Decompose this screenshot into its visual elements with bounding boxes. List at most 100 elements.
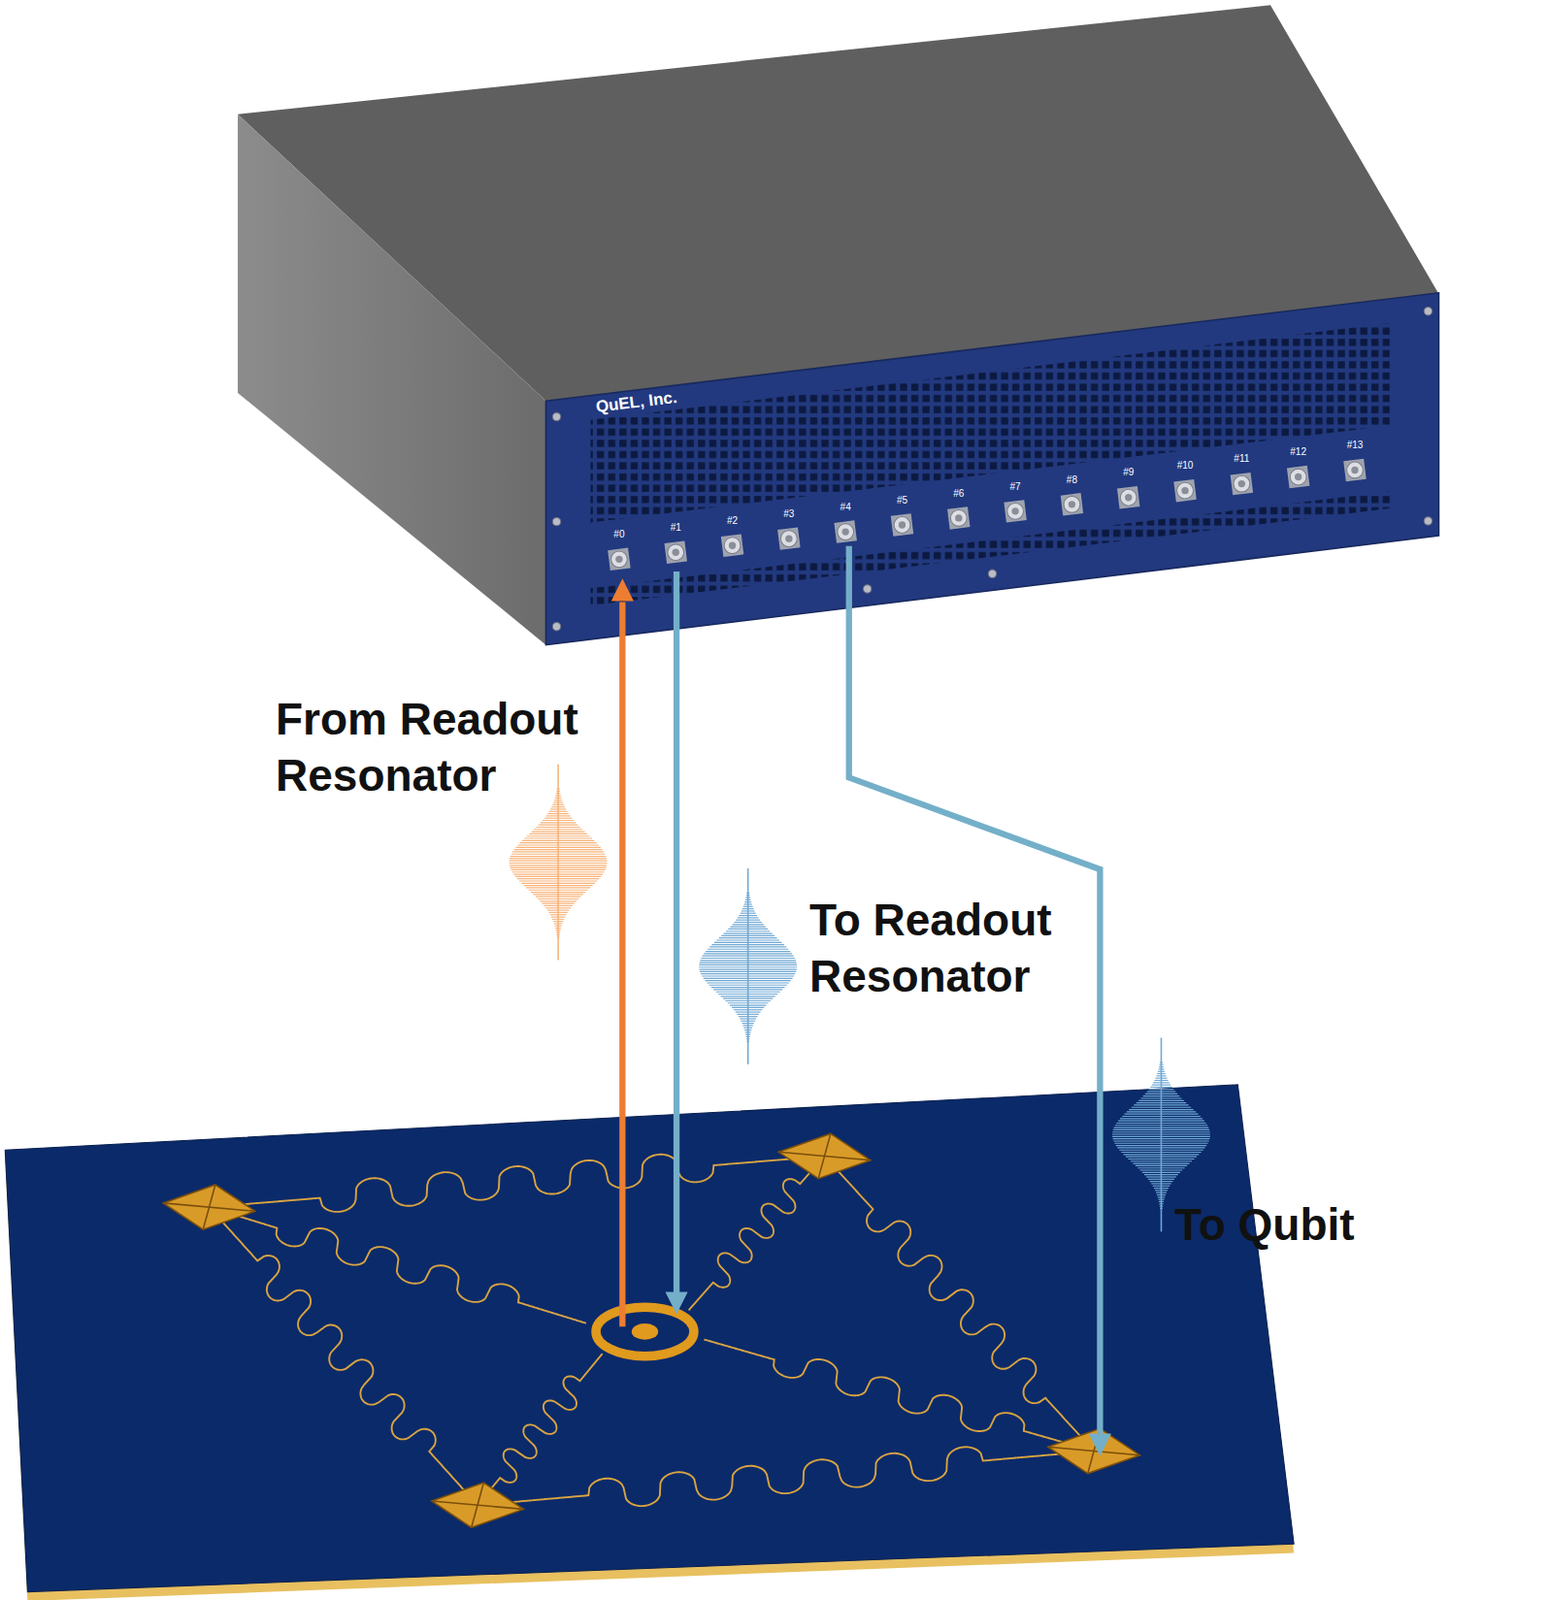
signal-label: To Readout Resonator	[809, 891, 1179, 1005]
sma-port	[1343, 459, 1366, 482]
signal-label: From Readout Resonator	[275, 691, 645, 804]
port-flange	[1173, 479, 1196, 502]
port-flange	[721, 533, 744, 557]
coupler-meander	[209, 1154, 825, 1213]
arrow-head	[611, 578, 634, 601]
sma-port	[1003, 499, 1026, 523]
qubit-body	[778, 1133, 871, 1179]
port-number: #4	[840, 502, 852, 513]
port-number: #7	[1010, 482, 1022, 493]
pulse-spike	[1160, 1038, 1163, 1233]
screw	[552, 623, 561, 631]
port-pin	[955, 514, 962, 522]
pulse-spike	[747, 868, 750, 1065]
signal-label: To Qubit	[1174, 1196, 1544, 1253]
vent-holes	[590, 323, 1389, 523]
port-body	[780, 530, 797, 548]
port-body	[1289, 468, 1307, 486]
port-body	[950, 510, 967, 528]
port-pin	[728, 542, 736, 550]
port-body	[1007, 502, 1024, 520]
port-body	[1347, 461, 1364, 479]
port-pin	[785, 534, 792, 542]
qubit-body	[163, 1185, 256, 1230]
port-pin	[1351, 466, 1358, 474]
pulse-envelope	[509, 764, 608, 961]
port-number: #2	[726, 516, 738, 527]
port-body	[1177, 482, 1194, 499]
port-body	[667, 544, 685, 561]
resonator-meander	[477, 1353, 603, 1506]
sma-port	[890, 513, 914, 536]
port-flange	[1060, 493, 1084, 516]
port-pin	[1238, 480, 1246, 488]
port-pin	[1181, 487, 1188, 495]
port-body	[837, 524, 855, 541]
port-pin	[1011, 507, 1019, 515]
port-flange	[890, 513, 914, 536]
screw	[552, 412, 561, 421]
port-body	[724, 537, 741, 555]
port-body	[1233, 475, 1251, 493]
screw	[552, 517, 561, 526]
sma-port	[777, 527, 800, 550]
screw	[988, 569, 996, 578]
port-number: #12	[1289, 447, 1307, 458]
port-flange	[1286, 465, 1310, 489]
readout-ring	[595, 1307, 694, 1356]
sma-port	[1117, 486, 1140, 509]
screw	[1423, 517, 1432, 526]
front-panel	[545, 293, 1439, 646]
port-pin	[1294, 473, 1302, 481]
port-pin	[672, 549, 680, 557]
sma-port	[607, 548, 630, 571]
resonator-meander	[703, 1340, 1094, 1452]
port-flange	[607, 548, 630, 571]
resonator-meander	[689, 1156, 825, 1312]
coupler-meander	[477, 1447, 1094, 1507]
port-flange	[1117, 486, 1140, 509]
sma-port	[947, 506, 970, 529]
port-number: #6	[953, 489, 964, 499]
port-number: #5	[896, 495, 908, 506]
port-flange	[833, 520, 857, 543]
qubit-body	[1048, 1428, 1141, 1474]
port-flange	[947, 506, 970, 529]
vent-holes	[590, 492, 1389, 606]
pulse-envelope	[698, 868, 797, 1065]
port-number: #10	[1177, 461, 1194, 471]
screw	[1423, 307, 1432, 316]
port-flange	[1343, 459, 1366, 482]
arrow-head	[1088, 1434, 1112, 1457]
resonator-meander	[209, 1207, 587, 1324]
instrument-box	[237, 4, 1439, 645]
box-side	[237, 114, 547, 646]
qubit-pad	[431, 1483, 525, 1528]
port-body	[893, 517, 911, 534]
port-flange	[777, 527, 800, 550]
port-body	[1120, 489, 1137, 506]
sma-port	[721, 533, 744, 557]
readout-return-line	[619, 601, 626, 1327]
port-number: #8	[1066, 475, 1078, 486]
qubit-body	[431, 1483, 525, 1528]
sma-port	[1173, 479, 1196, 502]
readout-drive-line	[673, 571, 680, 1295]
port-pin	[615, 556, 623, 563]
port-pin	[841, 527, 849, 535]
sma-port	[1286, 465, 1310, 489]
port-number: #11	[1233, 454, 1250, 464]
arrow-head	[665, 1291, 689, 1315]
brand-label: QuEL, Inc.	[594, 389, 678, 416]
sma-port	[1230, 472, 1253, 495]
port-body	[611, 551, 628, 568]
qubit-cross	[818, 1133, 831, 1179]
port-pin	[1124, 494, 1132, 501]
port-number: #9	[1122, 467, 1134, 478]
sma-port	[833, 520, 857, 543]
port-number: #13	[1347, 440, 1364, 451]
qubit-pad	[1048, 1428, 1141, 1474]
readout-center	[631, 1323, 659, 1341]
port-flange	[1003, 499, 1026, 523]
